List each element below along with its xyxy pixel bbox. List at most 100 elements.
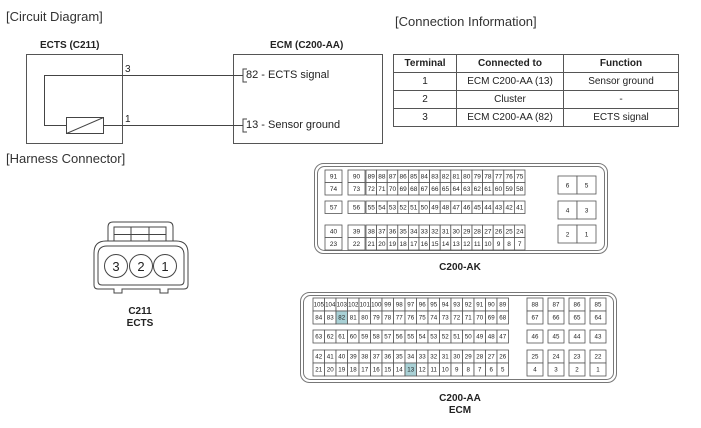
pin-cell: 38 <box>365 224 378 238</box>
pin-number: 66 <box>431 186 439 193</box>
pin-number: 31 <box>442 354 449 361</box>
pin-cell: 3 <box>547 362 565 377</box>
pin-cell: 56 <box>347 200 366 214</box>
pin-cell: 65 <box>439 182 452 196</box>
pin-number: 81 <box>350 315 357 322</box>
pin-number: 86 <box>399 174 407 181</box>
pin-number: 68 <box>410 186 418 193</box>
pin-cell: 85 <box>589 297 607 312</box>
pin-number: 49 <box>431 205 439 212</box>
pin-cell: 28 <box>471 224 484 238</box>
pin-cell: 8 <box>462 362 475 377</box>
pin-cell: 40 <box>324 224 343 238</box>
pin-82-bracket <box>242 68 247 83</box>
pin-number: 37 <box>373 354 380 361</box>
pin-cell: 60 <box>492 182 505 196</box>
pin-number: 104 <box>325 302 336 309</box>
c211-connector-face: 3 2 1 <box>93 221 189 294</box>
pin-number: 11 <box>474 241 481 248</box>
pin-number: 74 <box>330 186 338 193</box>
ecm-box <box>233 54 383 144</box>
pin-number: 43 <box>495 205 503 212</box>
pin-cell: 57 <box>324 200 343 214</box>
pin-cell: 46 <box>460 200 473 214</box>
pin-number: 3 <box>585 207 589 214</box>
pin-cell: 22 <box>589 349 607 364</box>
pin-number: 53 <box>389 205 397 212</box>
pin-cell: 103 <box>335 297 348 312</box>
pin-cell: 24 <box>547 349 565 364</box>
pin-cell: 74 <box>427 310 440 325</box>
harness-connector-heading: [Harness Connector] <box>6 151 126 166</box>
pin-number: 28 <box>476 354 483 361</box>
pin-number: 91 <box>330 174 338 181</box>
pin-cell: 12 <box>416 362 429 377</box>
pin-cell: 30 <box>450 349 463 364</box>
pin-cell: 50 <box>418 200 431 214</box>
pin-cell: 17 <box>408 237 420 251</box>
c211-name: ECTS <box>126 318 154 329</box>
pin-number: 2 <box>566 231 570 238</box>
pin-cell: 15 <box>381 362 394 377</box>
pin-cell: 69 <box>485 310 498 325</box>
pin-cell: 102 <box>347 297 360 312</box>
pin-cell: 72 <box>450 310 463 325</box>
pin-number: 80 <box>463 174 471 181</box>
pin-number: 85 <box>595 302 602 309</box>
pin-number: 61 <box>484 186 492 193</box>
pin-number: 25 <box>505 229 513 236</box>
pin-number: 14 <box>396 367 403 374</box>
pin-cell: 13 <box>450 237 462 251</box>
pin-number: 36 <box>389 229 397 236</box>
pin-cell: 65 <box>568 310 586 325</box>
pin-cell: 11 <box>427 362 440 377</box>
pin-cell: 27 <box>485 349 498 364</box>
pin-number: 90 <box>353 174 361 181</box>
pin-cell: 47 <box>496 329 509 344</box>
connection-table: Terminal Connected to Function 1 ECM C20… <box>393 54 679 127</box>
pin-cell: 35 <box>393 349 406 364</box>
pin-number: 40 <box>338 354 345 361</box>
pin-cell: 36 <box>381 349 394 364</box>
pin-cell: 91 <box>473 297 486 312</box>
pin-cell: 6 <box>485 362 498 377</box>
pin-number: 17 <box>361 367 368 374</box>
pin-number: 35 <box>399 229 407 236</box>
pin-number: 13 <box>407 367 414 374</box>
pin-number: 98 <box>396 302 403 309</box>
pin-cell: 29 <box>462 349 475 364</box>
cell-terminal: 3 <box>393 108 457 127</box>
pin-number: 12 <box>463 241 471 248</box>
pin-number: 26 <box>495 229 503 236</box>
pin-number: 12 <box>419 367 426 374</box>
pin-number: 21 <box>368 241 376 248</box>
pin-cell: 1 <box>589 362 607 377</box>
pin-number: 28 <box>474 229 482 236</box>
pin-cell: 55 <box>365 200 378 214</box>
pin-cell: 22 <box>347 237 366 251</box>
pin-cell: 38 <box>358 349 371 364</box>
cell-connected-to: Cluster <box>456 90 564 109</box>
pin-number: 11 <box>431 367 438 374</box>
pin-number: 26 <box>499 354 506 361</box>
pin-cell: 72 <box>365 182 378 196</box>
pin-number: 20 <box>378 241 386 248</box>
pin-cell: 80 <box>358 310 371 325</box>
pin-number: 74 <box>430 315 437 322</box>
pin-number: 2 <box>575 367 579 374</box>
pin-number: 102 <box>348 302 359 309</box>
pin-number: 41 <box>327 354 334 361</box>
pin-cell: 44 <box>568 329 586 344</box>
pin-cell: 14 <box>393 362 406 377</box>
pin-number: 43 <box>595 334 602 341</box>
pin-number: 65 <box>442 186 450 193</box>
pin-number: 79 <box>373 315 380 322</box>
pin-number: 57 <box>330 205 338 212</box>
pin-cell: 7 <box>513 237 526 251</box>
pin-cell: 17 <box>358 362 371 377</box>
pin-cell: 96 <box>416 297 429 312</box>
pin-cell: 28 <box>473 349 486 364</box>
pin-cell: 3 <box>576 200 597 220</box>
pin-number: 76 <box>505 174 513 181</box>
pin-cell: 76 <box>404 310 417 325</box>
